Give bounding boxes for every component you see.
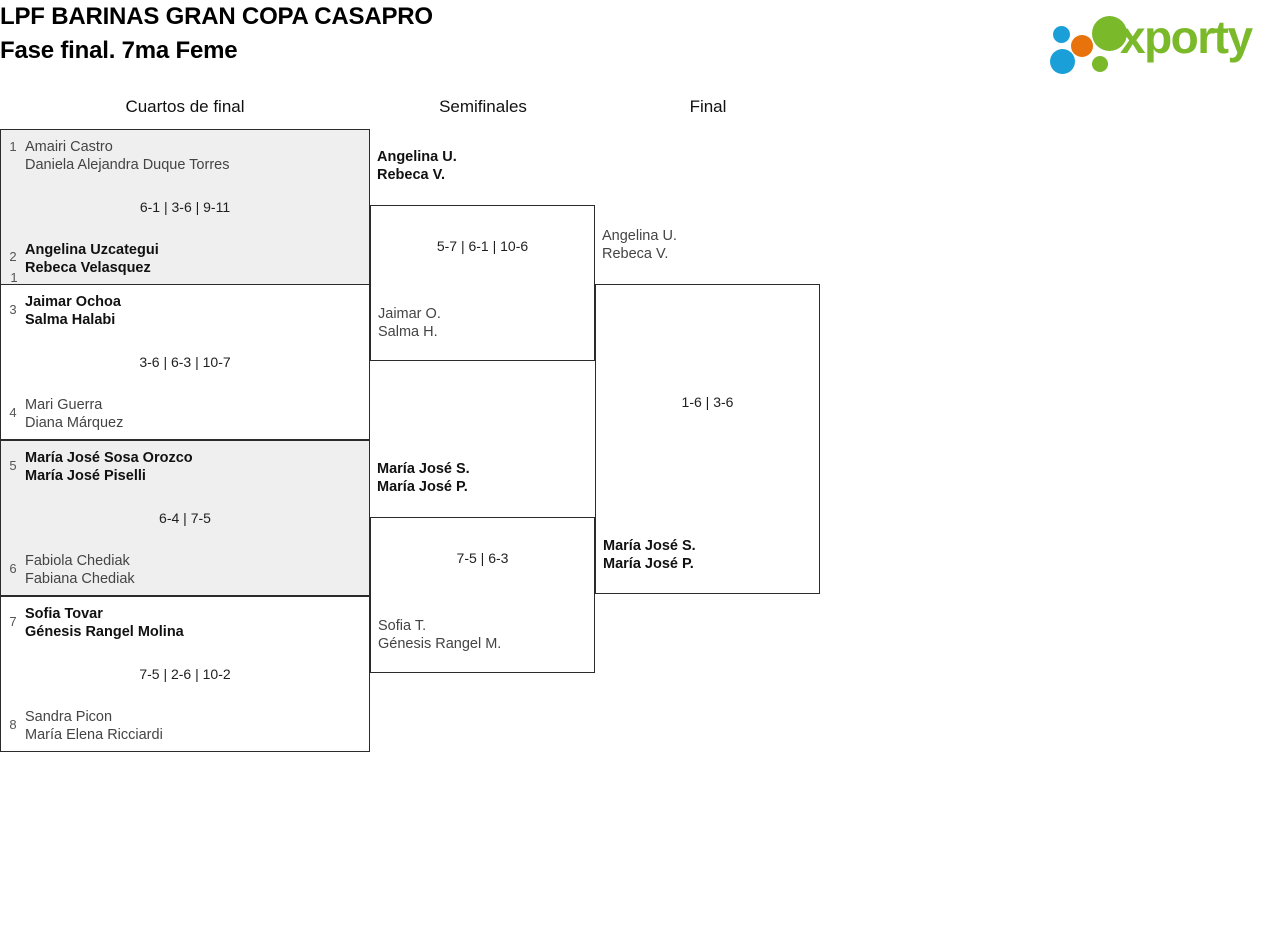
logo-dot-blue-large-icon — [1050, 49, 1075, 74]
match-box-sf-2[interactable]: 7-5 | 6-3 Sofia T. Génesis Rangel M. — [370, 517, 595, 673]
xporty-logo[interactable]: xporty — [1042, 4, 1274, 74]
tournament-phase: Fase final. 7ma Feme — [0, 37, 238, 64]
seed-number-8: 8 — [9, 717, 17, 732]
seed-number-1: 1 — [9, 139, 17, 154]
team-qf1-bottom: Angelina Uzcategui Rebeca Velasquez — [25, 242, 159, 276]
team-qf3-top: María José Sosa Orozco María José Pisell… — [25, 450, 193, 484]
round-header-semifinals: Semifinales — [439, 97, 527, 116]
seed-number-4: 4 — [9, 405, 17, 420]
team-sf2-bottom: Sofia T. Génesis Rangel M. — [378, 618, 502, 652]
team-qf4-top: Sofia Tovar Génesis Rangel Molina — [25, 606, 184, 640]
score-final: 1-6 | 3-6 — [681, 394, 734, 410]
match-box-qf-1[interactable]: 1 Amairi Castro Daniela Alejandra Duque … — [0, 129, 370, 285]
seed-number-2: 2 — [9, 249, 17, 264]
team-qf2-bottom: Mari Guerra Diana Márquez — [25, 397, 124, 431]
connector-sf1-final — [595, 284, 621, 285]
team-sf1-top: Angelina U. Rebeca V. — [377, 149, 457, 183]
match-box-final[interactable]: 1-6 | 3-6 María José S. María José P. — [595, 284, 820, 594]
score-sf-1: 5-7 | 6-1 | 10-6 — [436, 238, 529, 254]
logo-dot-green-small-icon — [1092, 56, 1108, 72]
match-box-qf-3[interactable]: María José Sosa Orozco María José Pisell… — [0, 440, 370, 596]
team-sf1-bottom: Jaimar O. Salma H. — [378, 306, 441, 340]
team-final-bottom: María José S. María José P. — [603, 538, 696, 572]
logo-dot-orange-icon — [1071, 35, 1093, 57]
seed-number-7: 7 — [9, 614, 17, 629]
match-box-qf-2[interactable]: Jaimar Ochoa Salma Halabi 3-6 | 6-3 | 10… — [0, 284, 370, 440]
score-qf-1: 6-1 | 3-6 | 9-11 — [139, 199, 231, 215]
team-qf4-bottom: Sandra Picon María Elena Ricciardi — [25, 709, 163, 743]
score-sf-2: 7-5 | 6-3 — [456, 550, 509, 566]
match-box-sf-1[interactable]: 5-7 | 6-1 | 10-6 Jaimar O. Salma H. — [370, 205, 595, 361]
score-qf-4: 7-5 | 2-6 | 10-2 — [139, 666, 231, 682]
logo-wordmark: xporty — [1120, 11, 1253, 63]
seed-number: 1 — [10, 270, 18, 285]
round-header-final: Final — [689, 97, 727, 116]
match-box-qf-4[interactable]: Sofia Tovar Génesis Rangel Molina 7-5 | … — [0, 596, 370, 752]
team-qf2-top: Jaimar Ochoa Salma Halabi — [25, 294, 121, 328]
seed-number-5: 5 — [9, 458, 17, 473]
team-qf3-bottom: Fabiola Chediak Fabiana Chediak — [25, 553, 135, 587]
score-qf-2: 3-6 | 6-3 | 10-7 — [139, 354, 231, 370]
team-sf2-top: María José S. María José P. — [377, 461, 470, 495]
score-qf-3: 6-4 | 7-5 — [159, 510, 211, 526]
round-header-quarterfinals: Cuartos de final — [125, 97, 245, 116]
logo-dot-blue-small-icon — [1053, 26, 1070, 43]
page-title: LPF BARINAS GRAN COPA CASAPRO Fase final… — [0, 0, 433, 68]
team-final-top: Angelina U. Rebeca V. — [602, 228, 677, 262]
logo-dot-green-large-icon — [1092, 16, 1127, 51]
seed-number-3: 3 — [9, 302, 17, 317]
seed-number-6: 6 — [9, 561, 17, 576]
team-qf1-top: Amairi Castro Daniela Alejandra Duque To… — [25, 139, 230, 173]
connector-qf1-sf1 — [370, 205, 396, 206]
tournament-name: LPF BARINAS GRAN COPA CASAPRO — [0, 3, 433, 30]
